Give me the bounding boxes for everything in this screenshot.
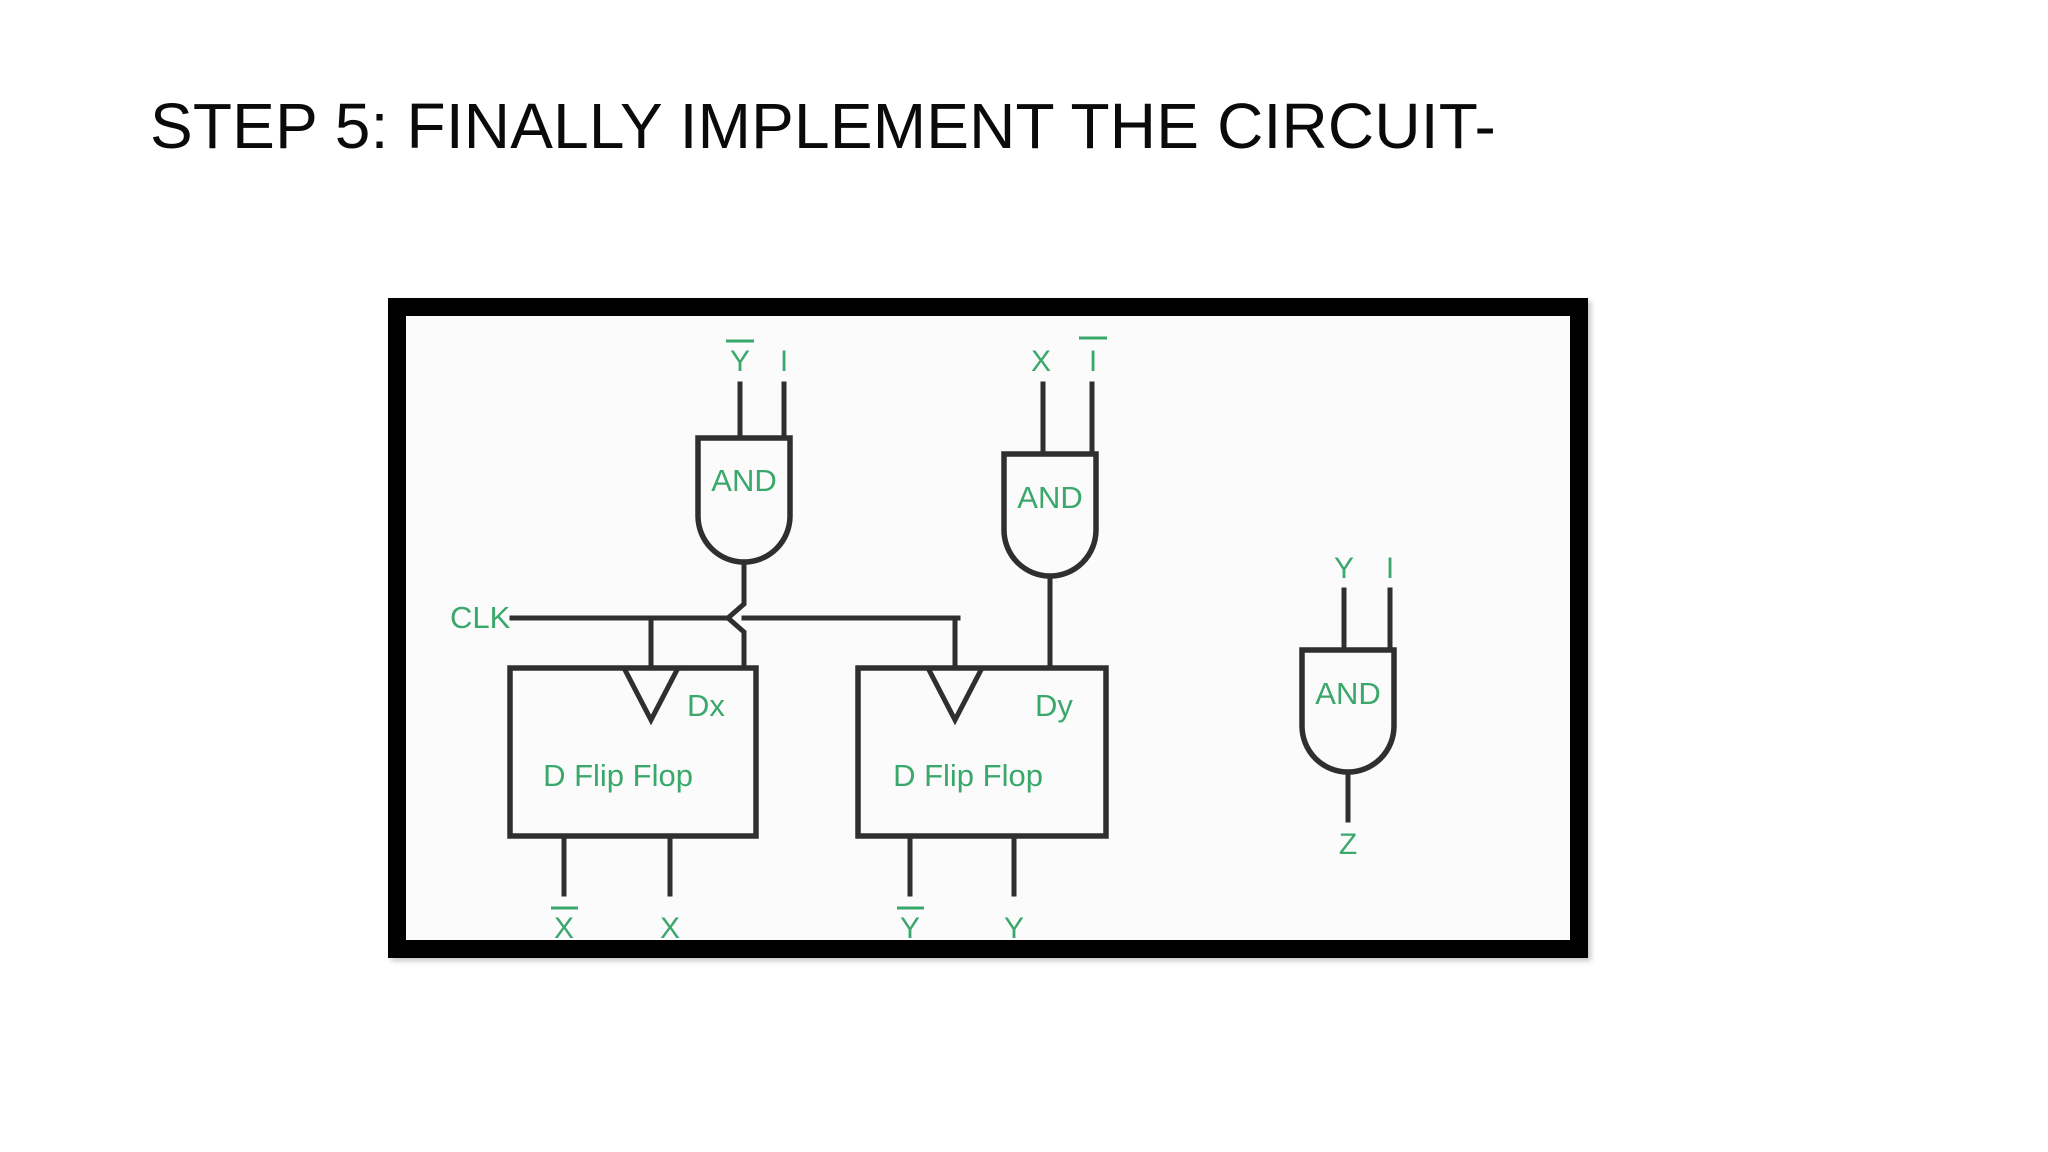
page-title: STEP 5: FINALLY IMPLEMENT THE CIRCUIT- bbox=[150, 90, 1497, 162]
label-gate3-input2: I bbox=[1386, 552, 1394, 585]
clock-triangle-ff2-icon bbox=[923, 665, 987, 726]
and-gate-1-body bbox=[695, 435, 793, 565]
label-gate2-input2: I bbox=[1089, 345, 1097, 378]
circuit-schematic: Y I AND X I AND CL bbox=[450, 336, 1397, 940]
label-clk: CLK bbox=[450, 600, 511, 635]
label-and-gate-1: AND bbox=[711, 463, 776, 498]
label-ff2-name: D Flip Flop bbox=[893, 758, 1043, 793]
circuit-diagram-frame: Y I AND X I AND CL bbox=[388, 298, 1588, 958]
and-gate-3-body bbox=[1299, 647, 1397, 775]
label-ff1-output2: X bbox=[660, 912, 680, 940]
label-gate1-input2: I bbox=[780, 345, 788, 378]
label-ff2-output2: Y bbox=[1004, 912, 1024, 940]
label-gate1-input1: Y bbox=[730, 345, 750, 378]
wire-gate1-output-to-ff1 bbox=[724, 559, 747, 671]
label-gate2-input1: X bbox=[1031, 345, 1051, 378]
label-ff1-name: D Flip Flop bbox=[543, 758, 693, 793]
label-and-gate-3: AND bbox=[1315, 676, 1380, 711]
label-ff1-input: Dx bbox=[687, 688, 725, 723]
label-gate3-input1: Y bbox=[1334, 552, 1354, 585]
label-and-gate-2: AND bbox=[1017, 480, 1082, 515]
clock-triangle-ff1-icon bbox=[619, 665, 683, 726]
label-gate3-output: Z bbox=[1339, 828, 1357, 861]
and-gate-2-body bbox=[1001, 451, 1099, 579]
label-ff1-output1: X bbox=[554, 912, 574, 940]
label-ff2-input: Dy bbox=[1035, 688, 1073, 723]
label-ff2-output1: Y bbox=[900, 912, 920, 940]
circuit-diagram-canvas: Y I AND X I AND CL bbox=[406, 316, 1570, 940]
